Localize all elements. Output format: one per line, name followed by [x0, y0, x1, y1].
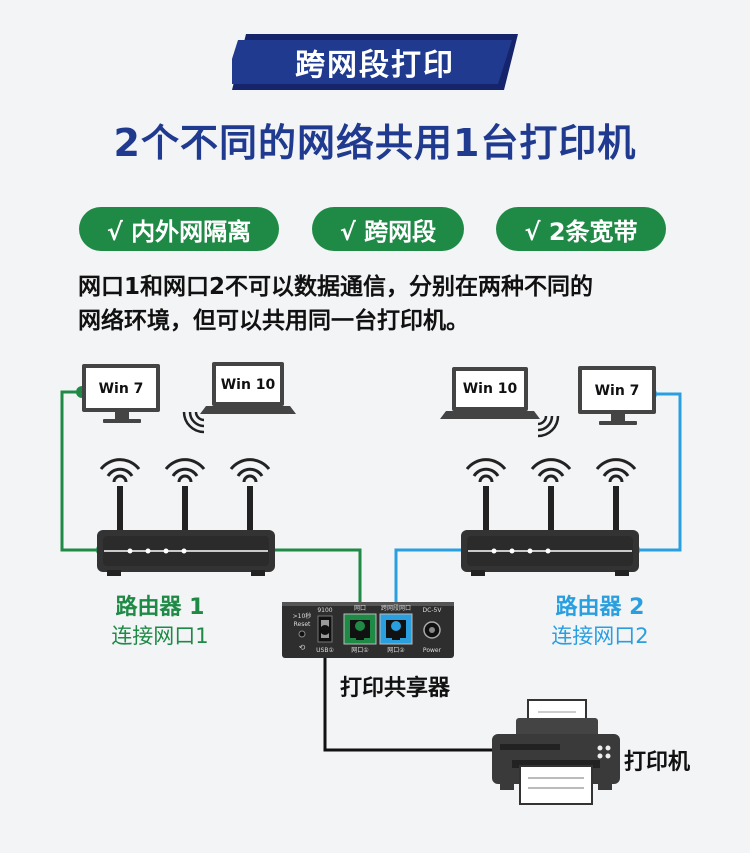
refresh-icon: ⟲: [299, 643, 306, 652]
cable-usb-printer: [323, 630, 500, 752]
wireless-icon-left-laptop: [182, 411, 205, 434]
share-box-label: 打印共享器: [340, 676, 451, 701]
router2-name: 路由器 2: [555, 595, 645, 620]
router-icon-2: [461, 458, 639, 576]
monitor-icon-left: Win 7: [82, 364, 160, 423]
port2-bottom-label: 网口②: [387, 647, 405, 654]
print-share-box: >10秒 Reset ⟲ 9100 USB① 网口 网口① 跨网段网口 网口② …: [282, 602, 454, 658]
cable-router1-port1: [265, 548, 362, 626]
cable-monitor-router2: [634, 392, 682, 552]
router1-name: 路由器 1: [115, 595, 205, 620]
port1-top-label: 网口: [354, 605, 366, 612]
left-monitor-label: Win 7: [99, 381, 144, 397]
badge-cross-segment: √ 跨网段: [312, 207, 464, 251]
title-banner: [232, 34, 518, 90]
page-title: 跨网段打印: [295, 48, 455, 83]
subtitle: 2个不同的网络共用1台打印机: [113, 121, 637, 165]
printer-icon: [492, 699, 620, 805]
monitor-icon-right: Win 7: [578, 366, 656, 425]
right-laptop-label: Win 10: [463, 381, 518, 397]
laptop-icon-right: Win 10: [440, 367, 540, 419]
router-icon-1: [97, 458, 275, 576]
printer-label: 打印机: [624, 750, 691, 775]
wireless-icon-right-laptop: [537, 415, 560, 438]
right-monitor-label: Win 7: [595, 383, 640, 399]
port2-top-label: 跨网段网口: [381, 604, 411, 612]
badge-broadband: √ 2条宽带: [496, 207, 666, 251]
router1-caption: 连接网口1: [111, 624, 209, 648]
badge-isolation: √ 内外网隔离: [79, 207, 279, 251]
dc-label: DC-5V: [423, 607, 443, 614]
reset-button: [298, 630, 306, 638]
description: 网口1和网口2不可以数据通信，分别在两种不同的 网络环境，但可以共用同一台打印机…: [78, 270, 698, 338]
reset-label: Reset: [294, 621, 311, 628]
left-laptop-label: Win 10: [221, 377, 276, 393]
usb-top-label: 9100: [317, 607, 332, 614]
reset-label-top: >10秒: [293, 612, 312, 620]
description-line-1: 网口1和网口2不可以数据通信，分别在两种不同的: [78, 274, 594, 300]
description-line-2: 网络环境，但可以共用同一台打印机。: [78, 308, 469, 334]
power-label: Power: [423, 647, 442, 654]
router2-caption: 连接网口2: [551, 624, 649, 648]
port1-bottom-label: 网口①: [351, 647, 368, 654]
laptop-icon-left: Win 10: [200, 362, 296, 414]
cable-monitor-router1: [60, 390, 102, 552]
cable-router2-port2: [394, 548, 467, 626]
usb-bottom-label: USB①: [316, 647, 334, 654]
